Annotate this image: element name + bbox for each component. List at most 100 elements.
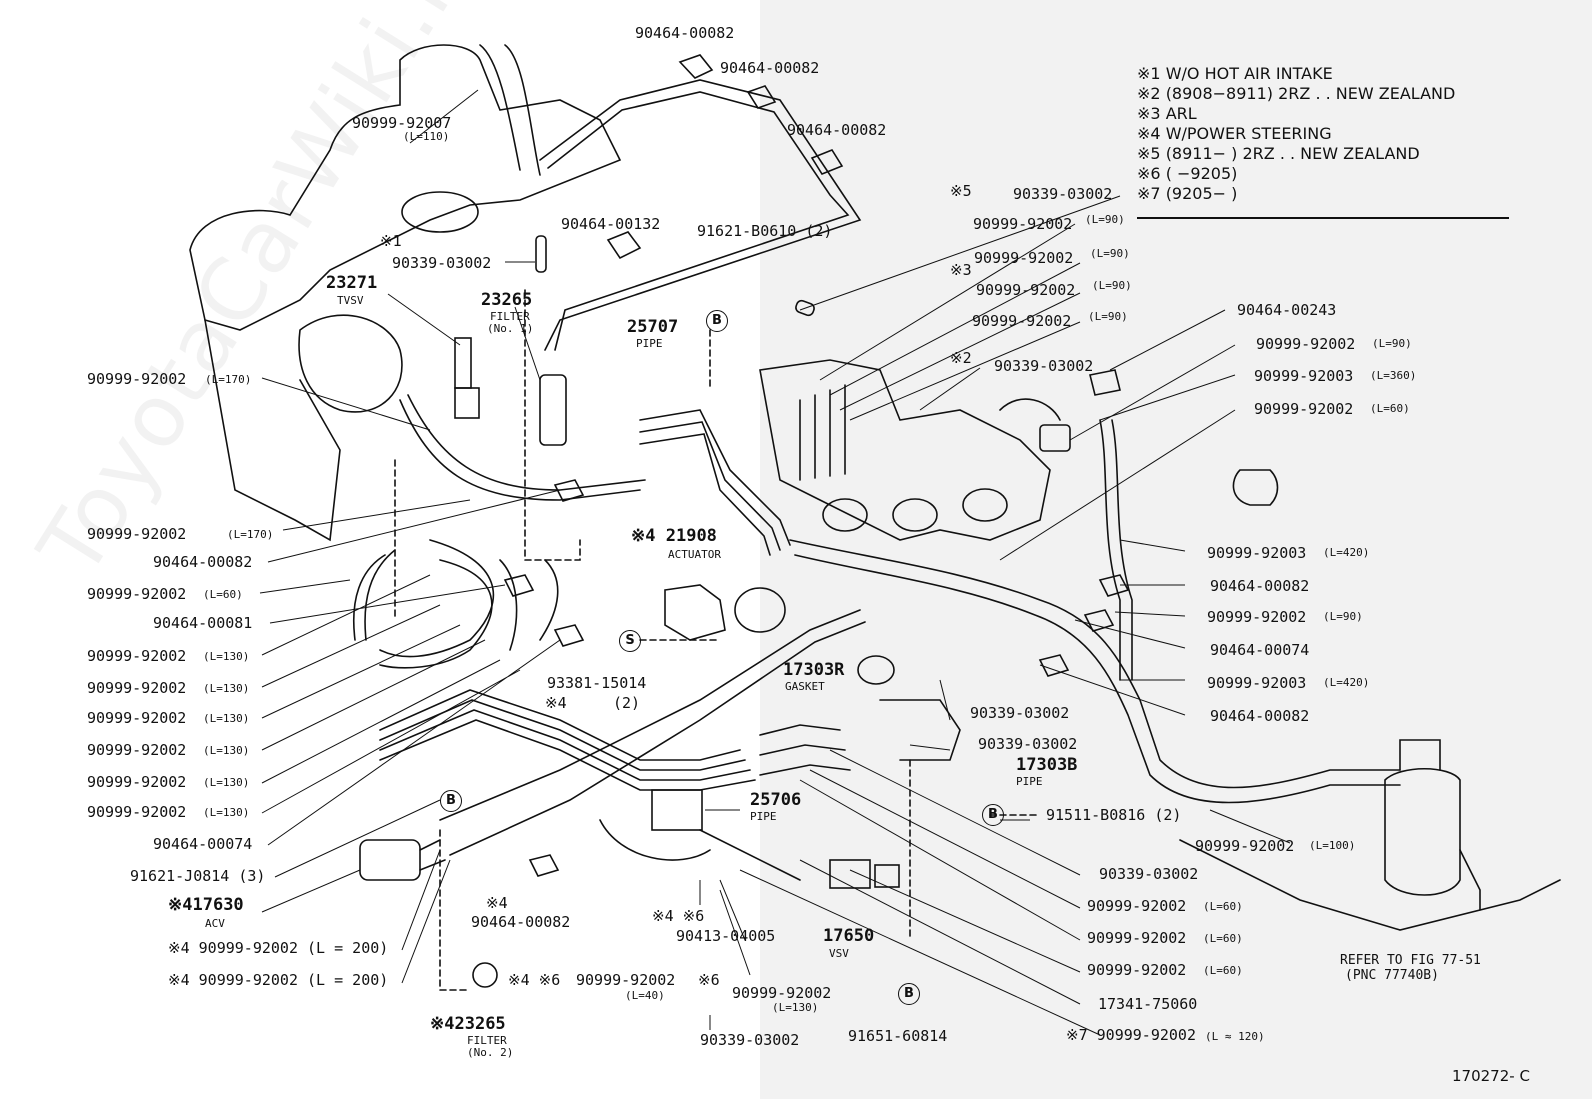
part-number: 17303R xyxy=(783,660,845,680)
part-label: 90464-00082 xyxy=(1210,707,1310,725)
part-label: 90464-00082 xyxy=(1210,577,1310,595)
pipe-17303b xyxy=(879,699,961,761)
part-label: 90999-92002 xyxy=(576,971,676,989)
part-label: 90999-92003 xyxy=(1207,544,1307,562)
part-label: 90999-92007 xyxy=(352,114,452,132)
part-label: 90464-00082 xyxy=(153,553,253,571)
note-item: ※2 (8908−8911) 2RZ . . NEW ZEALAND xyxy=(1137,84,1456,103)
part-length: (L=40) xyxy=(625,989,665,1002)
part-label: 91651-60814 xyxy=(848,1027,948,1045)
clamp-shape-2 xyxy=(746,85,777,109)
part-label: 90999-92002 xyxy=(87,370,187,388)
part-name: TVSV xyxy=(337,294,364,307)
part-length: (L=90) xyxy=(1323,610,1363,623)
note-item: ※7 (9205− ) xyxy=(1137,184,1238,203)
part-length: (L=60) xyxy=(1370,402,1410,415)
clamp-shape-4 xyxy=(606,231,642,260)
hose-loop-3 xyxy=(499,559,518,651)
gasket-shape xyxy=(857,655,895,685)
part-length: (L=90) xyxy=(1372,337,1412,350)
circle-ref-b-3: B xyxy=(982,804,1004,826)
long-hose-1 xyxy=(439,609,861,821)
part-label: 90999-92002 xyxy=(973,215,1073,233)
body-line xyxy=(1179,839,1561,931)
hose-loop-4 xyxy=(539,559,559,641)
part-name: PIPE xyxy=(636,337,663,350)
hose-right-long-1 xyxy=(789,539,1401,789)
part-length: (L=170) xyxy=(205,373,252,386)
part-label: 90999-92002 xyxy=(87,709,187,727)
notes-legend: ※1 W/O HOT AIR INTAKE ※2 (8908−8911) 2RZ… xyxy=(1137,64,1455,204)
upper-pipe-b xyxy=(547,91,850,351)
intake-manifold xyxy=(759,359,1051,541)
refer-text: REFER TO FIG 77-51 xyxy=(1340,953,1481,968)
part-length: (L=420) xyxy=(1323,676,1370,689)
part-label: 90999-92002 xyxy=(1087,897,1187,915)
part-label: 90339-03002 xyxy=(978,735,1078,753)
part-label: 90464-00081 xyxy=(153,614,253,632)
plug-shape-1 xyxy=(535,235,547,273)
manifold-ribs xyxy=(799,384,846,481)
part-label: 90464-00082 xyxy=(635,24,735,42)
upper-pipe-a xyxy=(539,79,862,351)
part-label: 90339-03002 xyxy=(970,704,1070,722)
part-label: 90413-04005 xyxy=(676,927,776,945)
part-number: ※417630 xyxy=(168,895,244,915)
part-label: 90999-92002 xyxy=(1087,929,1187,947)
part-length: (L=130) xyxy=(203,806,250,819)
part-label: 90464-00074 xyxy=(1210,641,1310,659)
part-name: VSV xyxy=(829,947,849,960)
part-name: PIPE xyxy=(1016,775,1043,788)
hose-top-loop-2 xyxy=(504,44,541,176)
valve-right xyxy=(1232,469,1279,506)
part-label: 90999-92002 xyxy=(87,741,187,759)
part-label: 90464-00082 xyxy=(471,913,571,931)
part-label: 17341-75060 xyxy=(1098,995,1198,1013)
part-label: 91511-B0816 (2) xyxy=(1046,806,1182,824)
clamp-shape-bottom xyxy=(528,854,560,877)
part-label: 90999-92002 xyxy=(87,679,187,697)
part-name: FILTER xyxy=(467,1034,507,1047)
hose-l40 xyxy=(599,819,711,861)
filter2-body xyxy=(472,962,498,988)
part-label: 90464-00074 xyxy=(153,835,253,853)
port-1 xyxy=(822,498,868,532)
clamp-shape-mid xyxy=(553,624,585,647)
part-label: 90999-92002 xyxy=(972,312,1072,330)
part-length: (L=360) xyxy=(1370,369,1417,382)
clamp-shape-00081 xyxy=(503,574,535,597)
hose-top-loop xyxy=(479,44,521,171)
part-label: 90999-92003 xyxy=(1207,674,1307,692)
part-number: ※423265 xyxy=(430,1014,506,1034)
part-name: (No. 1) xyxy=(487,322,534,335)
diagram-background-left xyxy=(0,0,760,1099)
note-marker: ※3 xyxy=(950,261,972,279)
clamp-shape-r1 xyxy=(1098,574,1130,597)
part-length: (L=60) xyxy=(1203,964,1243,977)
part-label: 90339-03002 xyxy=(700,1031,800,1049)
refer-pnc: (PNC 77740B) xyxy=(1345,968,1439,983)
clamp-shape-3 xyxy=(810,149,844,175)
part-name: FILTER xyxy=(490,310,530,323)
part-label: ※4 90999-92002 (L = 200) xyxy=(168,939,389,957)
circle-ref-b-4: B xyxy=(898,983,920,1005)
long-hose-2 xyxy=(449,621,866,856)
acv-body xyxy=(359,839,421,881)
clamp-shape-1 xyxy=(678,54,714,79)
distributor-body xyxy=(298,314,403,413)
part-label: 90464-00082 xyxy=(787,121,887,139)
part-label: ※4 90999-92002 (L = 200) xyxy=(168,971,389,989)
part-name: (No. 2) xyxy=(467,1046,514,1059)
circle-ref-b-1: B xyxy=(706,310,728,332)
part-label: 90999-92002 xyxy=(976,281,1076,299)
circle-ref-s: S xyxy=(619,630,641,652)
hose-cluster-1 xyxy=(399,399,641,501)
note-marker: ※6 xyxy=(698,971,720,989)
part-length: (L=90) xyxy=(1090,247,1130,260)
note-marker: ※4 xyxy=(486,894,508,912)
canister xyxy=(1384,767,1461,896)
pipe-25707-a xyxy=(639,409,791,546)
part-label: 90999-92002 xyxy=(87,647,187,665)
part-label: 90464-00082 xyxy=(720,59,820,77)
pipe-25707-b xyxy=(639,421,781,551)
